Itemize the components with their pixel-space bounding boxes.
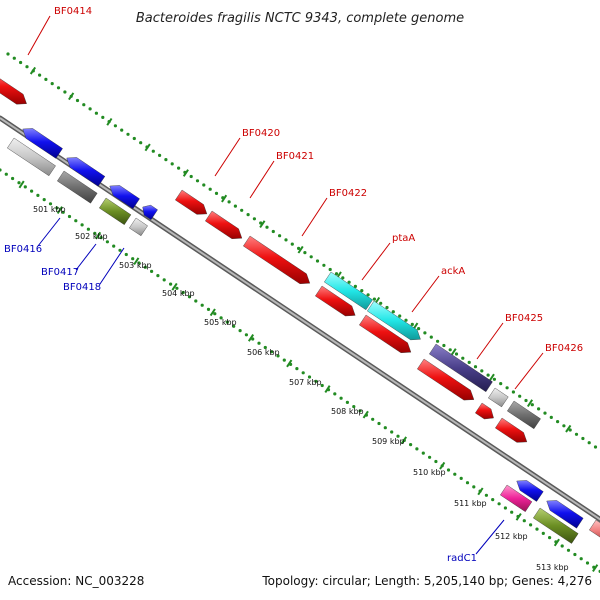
gene-BF0424 (475, 402, 494, 420)
label-BF0425: BF0425 (505, 313, 543, 324)
label-BF0420: BF0420 (242, 128, 280, 139)
gene-radC1 (500, 484, 533, 512)
gene-features (0, 78, 600, 544)
label-radC1: radC1 (447, 553, 477, 564)
tick-label: 505 kbp (204, 318, 237, 327)
gene-grey-3 (129, 217, 148, 237)
leader-line (476, 322, 504, 360)
gene-small-grey (488, 387, 509, 408)
label-leaders (27, 15, 544, 555)
tick-label: 502 kbp (75, 232, 108, 241)
outer-dotted-line (6, 52, 598, 449)
leader-line (411, 275, 440, 313)
backbone (0, 115, 600, 523)
tick-label: 510 kbp (413, 468, 446, 477)
gene-ptaA (367, 300, 421, 341)
gene-BF0427 (495, 417, 528, 443)
leader-line (301, 197, 328, 237)
label-BF0418: BF0418 (63, 282, 101, 293)
tick-labels: 501 kbp 502 kbp 503 kbp 504 kbp 505 kbp 506 k… (33, 205, 569, 572)
leader-line (249, 160, 275, 199)
gene-BF0429 (546, 500, 584, 529)
label-BF0421: BF0421 (276, 151, 314, 162)
gene-ptaA-a (324, 271, 373, 311)
leader-line (37, 217, 61, 247)
label-ptaA: ptaA (392, 233, 415, 244)
gene-BF0428 (516, 480, 544, 502)
tick-label: 512 kbp (495, 532, 528, 541)
tick-label: 507 kbp (289, 378, 322, 387)
gene-olive-1 (99, 197, 132, 225)
gene-BF0421 (205, 210, 243, 240)
label-ackA: ackA (441, 266, 465, 277)
leader-line (361, 242, 391, 281)
tick-label: 508 kbp (331, 407, 364, 416)
leader-line (27, 15, 51, 56)
label-BF0414: BF0414 (54, 6, 92, 17)
gene-BF0426 (507, 400, 541, 430)
genome-summary-text: Topology: circular; Length: 5,205,140 bp… (261, 574, 592, 588)
accession-text: Accession: NC_003228 (8, 574, 144, 588)
gene-BF0414 (0, 78, 27, 105)
label-BF0422: BF0422 (329, 188, 367, 199)
map-title: Bacteroides fragilis NCTC 9343, complete… (136, 11, 464, 26)
gene-BF0425 (429, 343, 493, 393)
leader-line (214, 137, 241, 177)
gene-olive-2 (533, 507, 579, 544)
gene-ackA (359, 314, 412, 354)
label-BF0417: BF0417 (41, 267, 79, 278)
gene-BF0420 (175, 189, 208, 215)
leader-line (99, 247, 125, 285)
tick-label: 503 kbp (119, 261, 152, 270)
gene-BF0416 (66, 157, 106, 187)
gene-grey-2 (57, 170, 98, 204)
gene-BF0419 (315, 285, 356, 317)
inner-dotted-line (0, 168, 600, 573)
gene-BF0423 (417, 358, 475, 401)
gene-BF0422 (243, 235, 311, 285)
tick-label: 501 kbp (33, 205, 66, 214)
leader-line (75, 243, 97, 271)
leader-line (475, 519, 505, 555)
gene-edge-pink (589, 519, 600, 538)
label-BF0426: BF0426 (545, 343, 583, 354)
gene-BF0418 (142, 204, 158, 221)
gene-BF0417 (109, 185, 140, 210)
gene-grey-1 (7, 137, 56, 177)
dotted-guides (0, 52, 600, 573)
gene-BF0415 (22, 128, 63, 159)
tick-label: 511 kbp (454, 499, 487, 508)
tick-label: 504 kbp (162, 289, 195, 298)
label-BF0416: BF0416 (4, 244, 42, 255)
tick-label: 509 kbp (372, 437, 405, 446)
tick-label: 506 kbp (247, 348, 280, 357)
tick-label: 513 kbp (536, 563, 569, 572)
gene-labels: BF0414 BF0420 BF0421 BF0422 ptaA ackA BF… (4, 6, 583, 564)
leader-line (514, 352, 544, 390)
